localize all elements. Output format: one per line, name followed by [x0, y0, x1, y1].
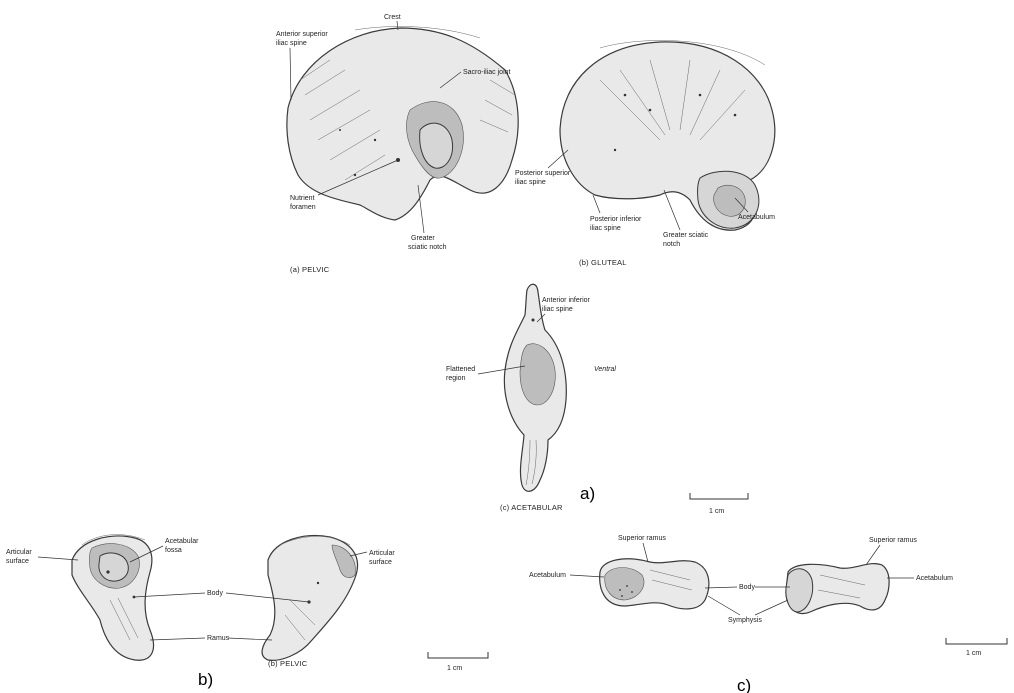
label-posterior-inferior-iliac-spine-2: iliac spine — [590, 225, 621, 232]
label-acetabular-fossa-2: fossa — [165, 547, 182, 554]
panel-label-a: a) — [580, 484, 595, 503]
label-crest: Crest — [384, 14, 401, 21]
label-superior-ramus-right: Superior ramus — [869, 537, 917, 544]
label-articular-surface-right-2: surface — [369, 559, 392, 566]
label-ventral: Ventral — [594, 366, 616, 373]
label-acetabular-fossa: Acetabular — [165, 538, 199, 545]
label-articular-surface-left-2: surface — [6, 558, 29, 565]
label-posterior-superior-iliac-spine: Posterior superior — [515, 170, 571, 177]
scale-bar-b-label: 1 cm — [447, 665, 462, 672]
label-anterior-superior-iliac-spine: Anterior superior — [276, 31, 328, 38]
pubis-right-view — [262, 536, 357, 661]
label-anterior-inferior-iliac-spine-2: iliac spine — [542, 306, 573, 313]
label-greater-sciatic-notch-gluteal: Greater sciatic — [663, 232, 709, 239]
ischium-right-view — [786, 564, 889, 614]
scale-bar-b: 1 cm — [428, 652, 488, 672]
label-acetabulum-gluteal: Acetabulum — [738, 214, 775, 221]
ilium-acetabular-view — [504, 284, 566, 491]
label-greater-sciatic-notch: Greater — [411, 235, 435, 242]
label-posterior-inferior-iliac-spine: Posterior inferior — [590, 216, 642, 223]
caption-a-pelvic: (a) PELVIC — [290, 265, 330, 274]
label-nutrient-foramen-2: foramen — [290, 204, 316, 211]
label-posterior-superior-iliac-spine-2: iliac spine — [515, 179, 546, 186]
ilium-pelvic-view — [287, 26, 518, 220]
label-acetabulum-right: Acetabulum — [916, 575, 953, 582]
caption-b-pelvic: (b) PELVIC — [268, 659, 308, 668]
label-body: Body — [207, 590, 223, 597]
label-greater-sciatic-notch-gluteal-2: notch — [663, 241, 680, 248]
ischium-left-view — [600, 559, 709, 609]
scale-bar-c: 1 cm — [946, 638, 1007, 657]
label-flattened-region: Flattened — [446, 366, 475, 373]
label-greater-sciatic-notch-2: sciatic notch — [408, 244, 447, 251]
label-anterior-superior-iliac-spine-2: iliac spine — [276, 40, 307, 47]
label-articular-surface-right: Articular — [369, 550, 395, 557]
label-symphysis: Symphysis — [728, 617, 762, 624]
ilium-gluteal-view — [560, 40, 775, 230]
scale-bar-a-label: 1 cm — [709, 508, 724, 515]
pubis-left-view — [72, 535, 154, 661]
label-acetabulum-left: Acetabulum — [529, 572, 566, 579]
label-nutrient-foramen: Nutrient — [290, 195, 315, 202]
scale-bar-c-label: 1 cm — [966, 650, 981, 657]
label-body-c: Body — [739, 584, 755, 591]
scale-bar-a: 1 cm — [690, 493, 748, 515]
caption-a-gluteal: (b) GLUTEAL — [579, 258, 627, 267]
panel-label-b: b) — [198, 670, 213, 689]
panel-label-c: c) — [737, 676, 751, 693]
label-flattened-region-2: region — [446, 375, 466, 382]
caption-a-acetabular: (c) ACETABULAR — [500, 503, 563, 512]
label-articular-surface-left: Articular — [6, 549, 32, 556]
label-superior-ramus-left: Superior ramus — [618, 535, 666, 542]
label-sacro-iliac-joint: Sacro-iliac joint — [463, 69, 511, 76]
label-ramus: Ramus — [207, 635, 230, 642]
label-anterior-inferior-iliac-spine: Anterior inferior — [542, 297, 591, 304]
